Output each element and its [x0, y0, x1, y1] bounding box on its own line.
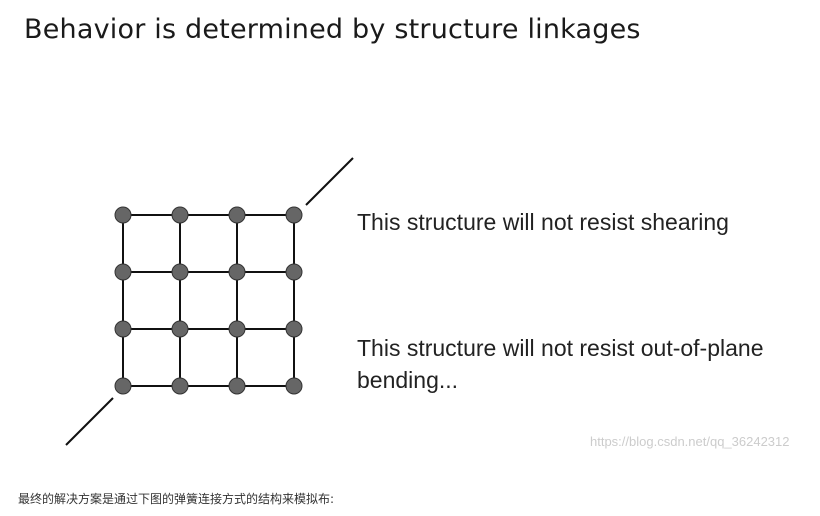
- grid-node: [171, 263, 189, 281]
- grid-node: [228, 263, 246, 281]
- grid-node: [285, 320, 303, 338]
- grid-node: [285, 206, 303, 224]
- grid-node: [171, 377, 189, 395]
- grid-node: [285, 263, 303, 281]
- out-of-plane-line-bottom: [65, 397, 114, 446]
- watermark: https://blog.csdn.net/qq_36242312: [590, 434, 790, 449]
- caption: 最终的解决方案是通过下图的弹簧连接方式的结构来模拟布:: [18, 492, 335, 506]
- grid-node: [228, 377, 246, 395]
- grid-node: [114, 320, 132, 338]
- grid-node: [228, 206, 246, 224]
- note-shearing: This structure will not resist shearing: [357, 209, 729, 235]
- grid-node: [114, 263, 132, 281]
- grid-nodes: [114, 206, 303, 395]
- grid-node: [285, 377, 303, 395]
- grid-node: [114, 377, 132, 395]
- out-of-plane-line-top: [305, 157, 354, 206]
- grid-node: [114, 206, 132, 224]
- slide-title: Behavior is determined by structure link…: [24, 14, 641, 45]
- grid-node: [171, 320, 189, 338]
- grid-node: [228, 320, 246, 338]
- note-bending: This structure will not resist out-of-pl…: [357, 335, 764, 393]
- grid-edges: [122, 214, 295, 387]
- grid-node: [171, 206, 189, 224]
